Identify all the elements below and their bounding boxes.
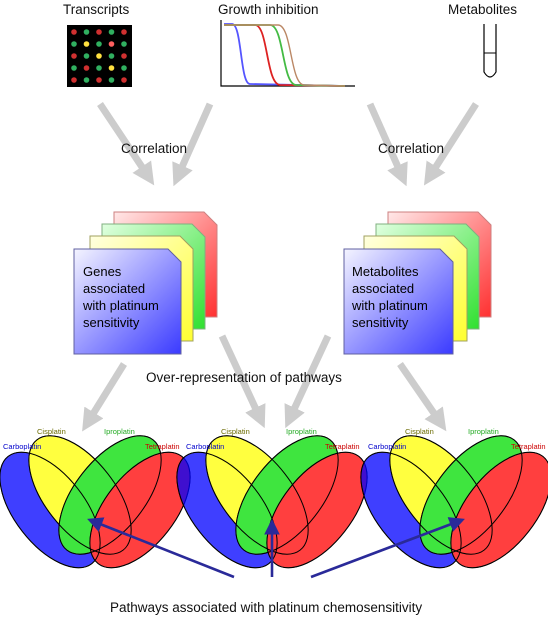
microarray-spot (121, 65, 127, 71)
microarray-spot (71, 29, 77, 35)
microarray-spot (96, 77, 102, 83)
microarray-spot (83, 65, 90, 71)
microarray-spot (71, 65, 77, 71)
genes-card-line-2: associated (83, 281, 145, 296)
microarray-spot (83, 77, 90, 83)
microarray-spot (121, 29, 127, 35)
metabolites-card-line-4: sensitivity (352, 315, 409, 330)
microarray-spot (96, 65, 102, 71)
growth-inhibition-label: Growth inhibition (218, 2, 319, 17)
correlation-left-label: Correlation (121, 141, 187, 156)
venn-left-cisplatin-label: Cisplatin (37, 427, 66, 436)
microarray-spot (71, 41, 77, 47)
venn-left-tetraplatin-label: Tetraplatin (145, 442, 180, 451)
metabolites-label: Metabolites (448, 2, 517, 17)
correlation-right-label: Correlation (378, 141, 444, 156)
metabolites-card-line-3: with platinum (351, 298, 428, 313)
metabolites-card-line-2: associated (352, 281, 414, 296)
over-representation-label: Over-representation of pathways (146, 370, 342, 385)
venn-right-tetraplatin-label: Tetraplatin (511, 442, 546, 451)
dose-response-curves-icon (220, 20, 355, 87)
microarray-spot (108, 29, 115, 35)
venn-right-cisplatin-label: Cisplatin (405, 427, 434, 436)
venn-middle-cisplatin-label: Cisplatin (221, 427, 250, 436)
microarray-spot (108, 77, 115, 83)
venn-middle-carboplatin-label: Carboplatin (186, 442, 224, 451)
microarray-spot (108, 41, 115, 47)
microarray-icon (67, 25, 132, 87)
microarray-spot (96, 29, 102, 35)
microarray-spot (121, 77, 127, 83)
over-representation-arrows (82, 334, 447, 432)
venn-right-iproplatin-label: Iproplatin (468, 427, 499, 436)
venn-middle-tetraplatin-label: Tetraplatin (325, 442, 360, 451)
microarray-spot (83, 53, 90, 59)
genes-card-line-4: sensitivity (83, 315, 140, 330)
venn-left-iproplatin-label: Iproplatin (104, 427, 135, 436)
microarray-spot (108, 65, 115, 71)
pathway-arrows (87, 517, 465, 579)
correlation-arrows (97, 102, 479, 187)
microarray-spot (96, 41, 102, 47)
microarray-spot (121, 53, 127, 59)
metabolites-card-stack: Metabolites associated with platinum sen… (343, 211, 492, 355)
pathways-label: Pathways associated with platinum chemos… (110, 600, 422, 615)
microarray-spot (96, 53, 102, 59)
microarray-spot (71, 77, 77, 83)
metabolites-card-text: Metabolites associated with platinum sen… (351, 264, 432, 330)
microarray-spot (83, 41, 90, 47)
genes-card-line-3: with platinum (82, 298, 159, 313)
microarray-spot (83, 29, 90, 35)
microarray-spot (71, 53, 77, 59)
transcripts-label: Transcripts (63, 2, 130, 17)
microarray-spot (108, 53, 115, 59)
venn-left-carboplatin-label: Carboplatin (3, 442, 41, 451)
venn-middle-iproplatin-label: Iproplatin (286, 427, 317, 436)
microarray-spot (121, 41, 127, 47)
genes-card-line-1: Genes (83, 264, 122, 279)
venn-right-carboplatin-label: Carboplatin (368, 442, 406, 451)
genes-card-text: Genes associated with platinum sensitivi… (82, 264, 163, 330)
test-tube-icon (483, 24, 497, 78)
metabolites-card-line-1: Metabolites (352, 264, 419, 279)
genes-card-stack: Genes associated with platinum sensitivi… (73, 211, 218, 355)
